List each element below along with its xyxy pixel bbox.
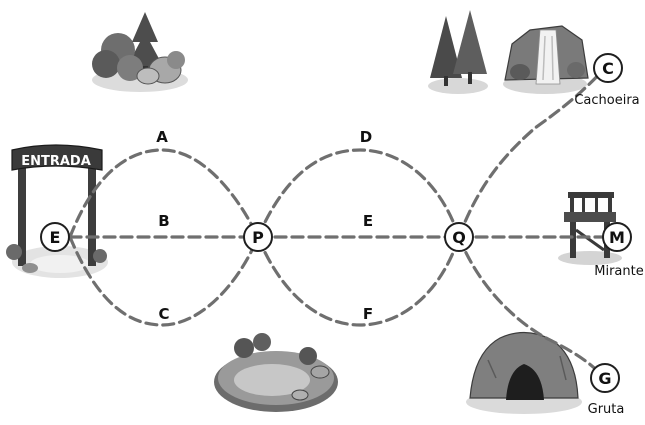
place-lookout-label: Mirante (594, 264, 643, 279)
node-lookout-label: M (609, 228, 625, 247)
route-b-label: B (158, 212, 169, 230)
pine-trees-illustration (428, 10, 488, 94)
node-q-label: Q (452, 228, 466, 247)
route-a-path[interactable] (68, 148, 260, 239)
entrance-gate-illustration: ENTRADA (6, 144, 108, 278)
route-a-label: A (156, 128, 168, 146)
node-cave-label: G (598, 369, 611, 388)
forest-illustration (92, 12, 188, 92)
waterfall-illustration (503, 25, 589, 94)
route-c-path[interactable] (68, 235, 260, 327)
route-to-cave-path[interactable] (457, 235, 607, 380)
entrance-sign-text: ENTRADA (21, 154, 91, 169)
node-p[interactable]: P (243, 222, 273, 252)
node-q[interactable]: Q (444, 222, 474, 252)
route-to-waterfall-path[interactable] (457, 66, 607, 239)
route-d-path[interactable] (256, 148, 461, 239)
route-e-label: E (363, 212, 373, 230)
node-waterfall[interactable]: C (593, 53, 623, 83)
node-waterfall-label: C (602, 59, 614, 78)
place-waterfall-label: Cachoeira (574, 93, 639, 108)
place-cave-label: Gruta (588, 402, 625, 417)
node-cave[interactable]: G (590, 363, 620, 393)
node-entrance[interactable]: E (40, 222, 70, 252)
node-entrance-label: E (50, 228, 61, 247)
route-c-label: C (158, 305, 169, 323)
route-f-path[interactable] (256, 235, 461, 327)
route-f-label: F (363, 305, 373, 323)
trails (68, 66, 619, 380)
cave-illustration (466, 331, 582, 414)
node-p-label: P (252, 228, 264, 247)
node-lookout[interactable]: M (602, 222, 632, 252)
route-d-label: D (360, 128, 372, 146)
pond-illustration (214, 333, 338, 412)
